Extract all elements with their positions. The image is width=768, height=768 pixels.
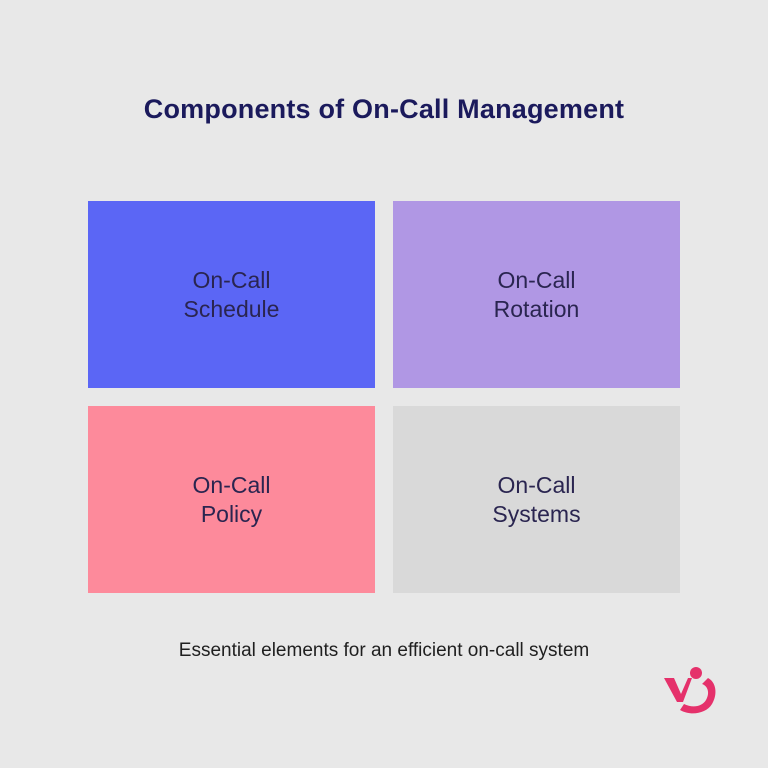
brand-logo-icon: [664, 667, 716, 714]
box-on-call-systems: On-Call Systems: [393, 406, 680, 593]
box-label-line1: On-Call: [497, 266, 576, 293]
box-label-line2: Systems: [492, 500, 581, 527]
diagram-caption: Essential elements for an efficient on-c…: [178, 640, 590, 661]
box-on-call-rotation: On-Call Rotation: [393, 201, 680, 388]
box-label-line2: Policy: [200, 500, 263, 527]
box-label-line2: Rotation: [493, 295, 580, 322]
box-on-call-schedule: On-Call Schedule: [88, 201, 375, 388]
box-label-line1: On-Call: [192, 266, 271, 293]
box-label-line1: On-Call: [192, 471, 271, 498]
box-on-call-policy: On-Call Policy: [88, 406, 375, 593]
diagram-title: Components of On-Call Management: [143, 94, 625, 124]
box-label-line1: On-Call: [497, 471, 576, 498]
box-label-line2: Schedule: [183, 295, 280, 322]
